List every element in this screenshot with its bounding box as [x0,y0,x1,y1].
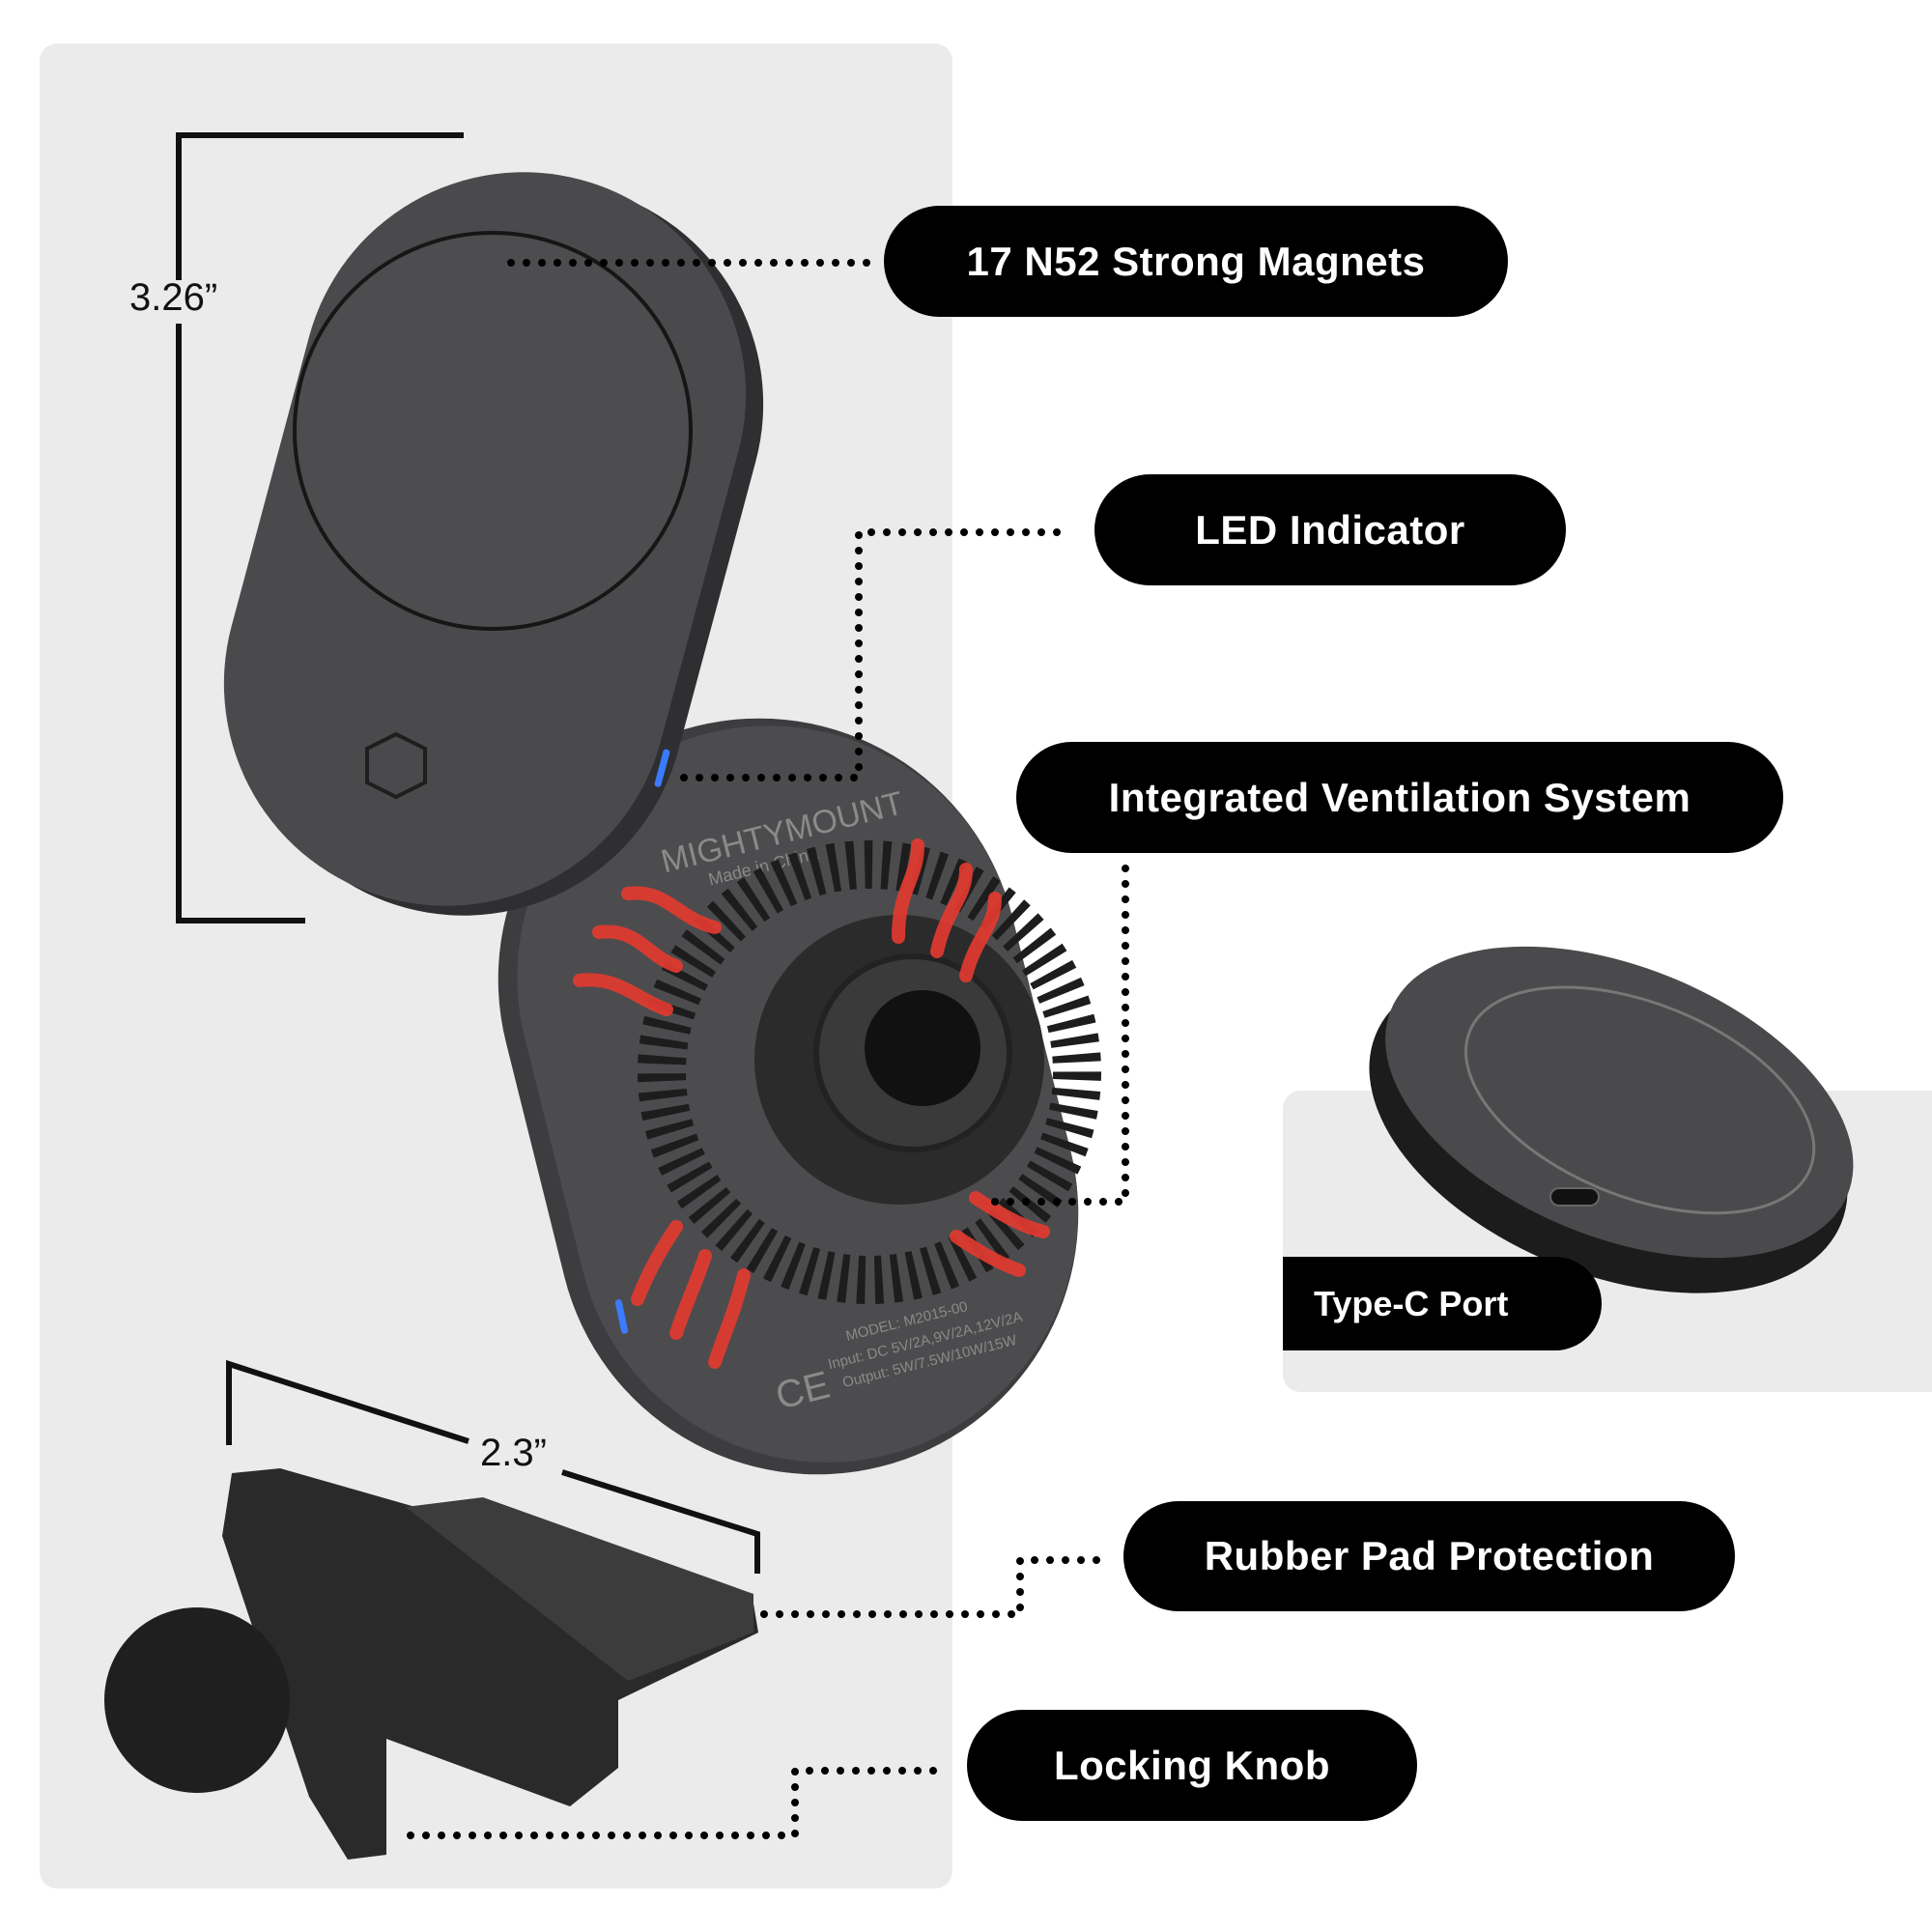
ball-joint [104,1607,290,1793]
width-dimension-label: 2.3” [480,1432,547,1474]
type-c-puck [1369,946,1854,1293]
leader-lines [407,259,1129,1839]
airflow-arrows [573,838,1050,1369]
callout-magnets: 17 N52 Strong Magnets [884,206,1508,317]
callout-type-c-port: Type-C Port [1283,1257,1602,1350]
callout-led-indicator: LED Indicator [1094,474,1566,585]
leader-ventilation [981,865,1129,1206]
callout-locking-knob: Locking Knob [967,1710,1417,1821]
leader-locking-knob [407,1767,952,1839]
callout-rubber-pad: Rubber Pad Protection [1123,1501,1735,1611]
vent-clip [104,1468,758,1860]
leader-rubber-pad [760,1556,1104,1618]
magnet-ring [293,231,693,631]
width-dimension-bracket [226,1359,760,1574]
height-dimension-bracket [176,132,464,923]
led-indicator [654,749,670,787]
logo-icon [365,731,427,800]
height-dimension-label: 3.26” [129,276,218,319]
callout-ventilation: Integrated Ventilation System [1016,742,1783,853]
led-indicator-rear [614,1299,629,1334]
usb-c-port [1549,1187,1600,1207]
leader-led [680,528,1069,781]
vent-ring [638,840,1101,1304]
